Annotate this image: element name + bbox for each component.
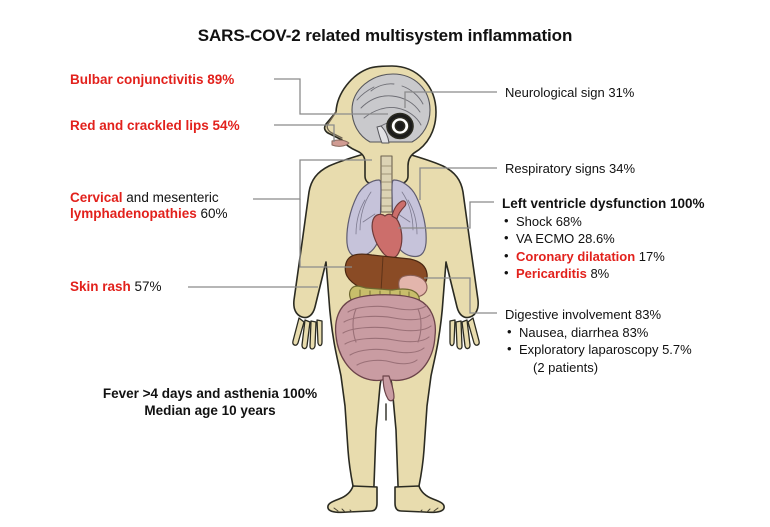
toes (333, 507, 439, 513)
foot-left (394, 485, 445, 514)
brainstem (376, 125, 390, 144)
leader-lips (274, 124, 335, 142)
callout-cardiac-list: Shock 68% VA ECMO 28.6% Coronary dilatat… (502, 212, 705, 283)
callout-lymph-line2-red: lymphadenopathies (70, 206, 197, 221)
callout-skin-rash: Skin rash 57% (70, 279, 162, 295)
callout-cardiac-item-coronary: Coronary dilatation 17% (502, 247, 705, 266)
eye (386, 112, 414, 140)
callout-fever-line2: Median age 10 years (144, 403, 276, 418)
callout-respiratory-text: Respiratory signs 34% (505, 161, 636, 176)
leader-neuro (404, 91, 497, 108)
rectum (382, 375, 395, 402)
leader-bulbar (274, 78, 388, 115)
callout-cardiac-item-ecmo: VA ECMO 28.6% (502, 229, 705, 248)
digestive-nausea-text: Nausea, diarrhea 83% (519, 324, 649, 340)
callout-cardiac-header: Left ventricle dysfunction 100% (502, 196, 705, 211)
callout-lymph-line1-black: and mesenteric (122, 190, 219, 205)
callout-lymph-line2-black: 60% (196, 206, 228, 221)
callout-digestive-block: Digestive involvement 83% Nausea, diarrh… (505, 306, 692, 376)
callout-skin-label: Skin rash (70, 279, 131, 294)
callout-cardiac-block: Left ventricle dysfunction 100% Shock 68… (502, 195, 705, 283)
trachea-rings (380, 165, 393, 207)
callout-cardiac-item-pericarditis: Pericarditis 8% (502, 264, 705, 283)
leader-digest (424, 277, 497, 314)
callout-skin-value: 57% (130, 279, 162, 294)
cardiac-ecmo-text: VA ECMO 28.6% (516, 231, 615, 246)
leader-cardiac (398, 201, 494, 229)
lung-detail (355, 191, 418, 235)
liver-fissure (380, 255, 384, 293)
cardiac-shock-text: Shock 68% (516, 213, 582, 229)
cardiac-coronary-label: Coronary dilatation (516, 248, 636, 264)
cardiac-pericarditis-value: 8% (586, 266, 610, 281)
foot-right (327, 485, 378, 514)
callout-lymph-line1-red: Cervical (70, 190, 123, 205)
callout-bulbar-text: Bulbar conjunctivitis 89% (70, 72, 235, 87)
digestive-laparoscopy-subline: (2 patients) (533, 359, 599, 375)
intestine-coils (342, 305, 432, 366)
callout-lymphadenopathies: Cervical and mesenteric lymphadenopathie… (70, 190, 228, 222)
hand-right (292, 317, 323, 350)
callout-red-crackled-lips: Red and crackled lips 54% (70, 118, 240, 134)
hand-left (449, 317, 480, 350)
callout-fever-median-age: Fever >4 days and asthenia 100% Median a… (75, 385, 345, 419)
leader-lymph (253, 159, 372, 200)
aorta (391, 200, 407, 220)
face-profile (326, 111, 343, 139)
callout-respiratory-signs: Respiratory signs 34% (505, 161, 635, 177)
cardiac-pericarditis-label: Pericarditis (516, 266, 587, 281)
callout-lymph-line2: lymphadenopathies 60% (70, 206, 228, 222)
small-intestine (334, 294, 437, 382)
callout-digestive-item-laparoscopy: Exploratory laparoscopy 5.7% (2 patients… (505, 340, 692, 376)
lips (331, 139, 350, 147)
callout-digestive-list: Nausea, diarrhea 83% Exploratory laparos… (505, 323, 692, 377)
callout-neuro-text: Neurological sign 31% (505, 85, 635, 100)
callout-bulbar-conjunctivitis: Bulbar conjunctivitis 89% (70, 72, 234, 88)
leader-lymph-2 (299, 199, 352, 268)
callout-neurological-sign: Neurological sign 31% (505, 85, 634, 101)
leader-resp (419, 167, 497, 200)
callout-digestive-header: Digestive involvement 83% (505, 307, 662, 322)
callout-cardiac-item-shock: Shock 68% (502, 212, 705, 231)
callout-lips-text: Red and crackled lips 54% (70, 118, 240, 133)
page-title: SARS-COV-2 related multisystem inflammat… (197, 26, 573, 45)
digestive-laparoscopy-text: Exploratory laparoscopy 5.7% (519, 342, 692, 357)
cardiac-coronary-value: 17% (635, 248, 665, 264)
callout-digestive-item-nausea: Nausea, diarrhea 83% (505, 323, 692, 342)
callout-fever-line1: Fever >4 days and asthenia 100% (102, 386, 318, 401)
